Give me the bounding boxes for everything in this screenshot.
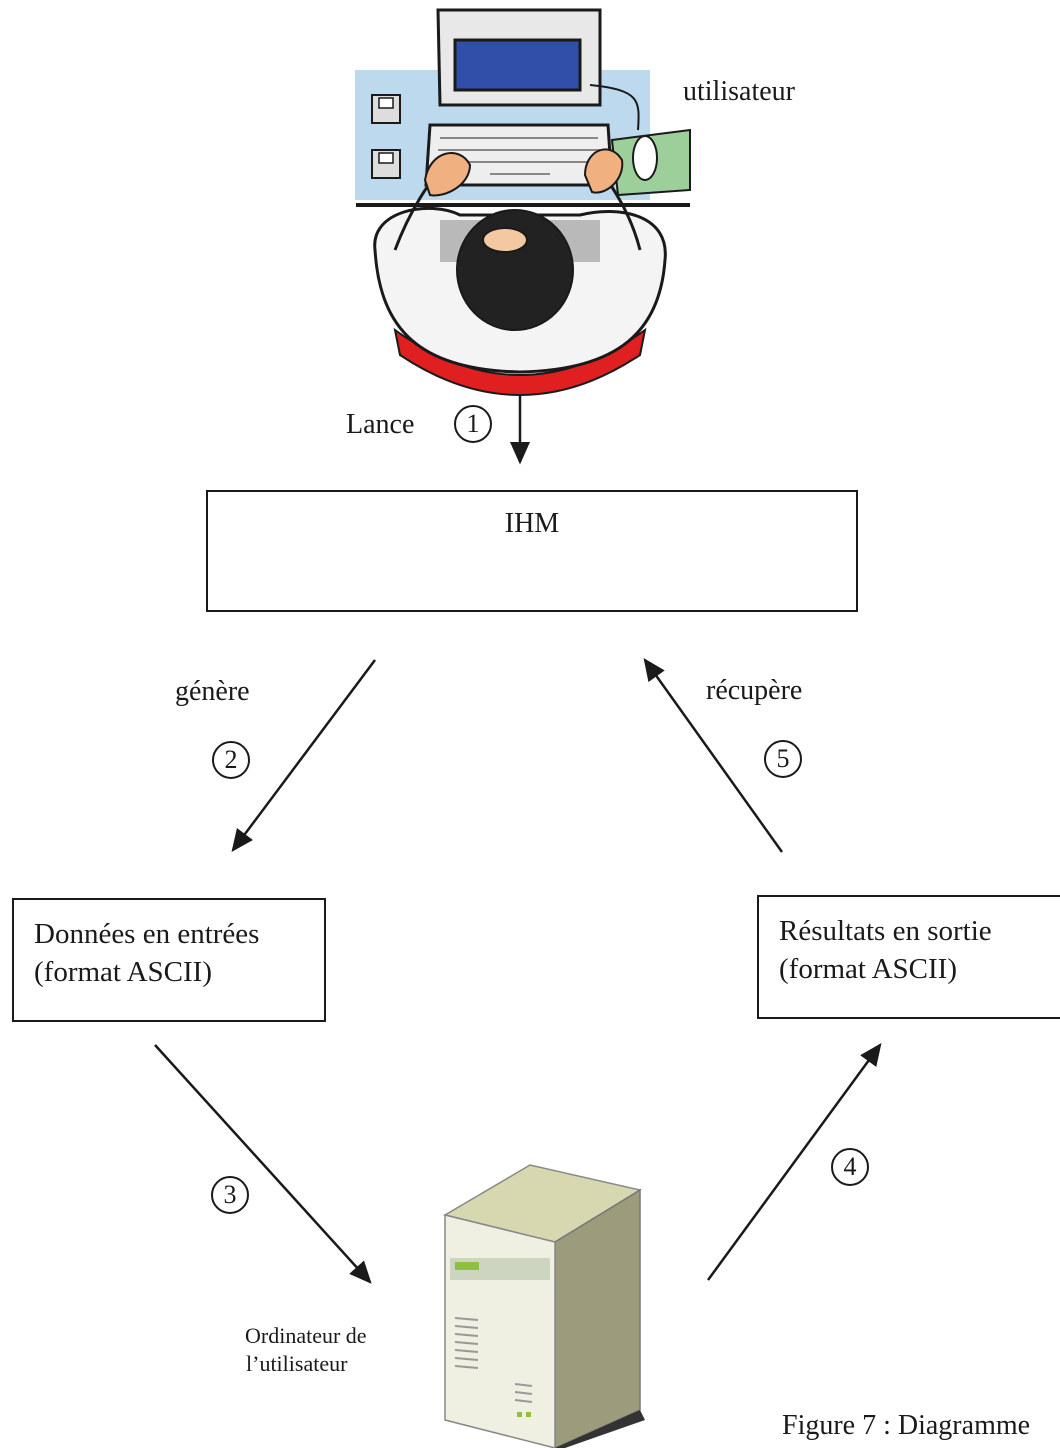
- computer-label-line2: l’utilisateur: [246, 1351, 348, 1376]
- input-data-line2: (format ASCII): [34, 956, 212, 988]
- arrow-generate: [231, 659, 377, 853]
- ihm-box: IHM: [206, 490, 858, 612]
- step-5-badge: 5: [764, 740, 802, 778]
- computer-label-line1: Ordinateur de: [245, 1323, 367, 1348]
- step-1-label: Lance: [346, 409, 415, 440]
- user-at-computer-icon: [355, 8, 691, 396]
- output-data-line2: (format ASCII): [779, 953, 957, 985]
- step-5-label: récupère: [706, 675, 803, 706]
- desktop-tower-icon: [443, 1164, 645, 1448]
- step-4-badge: 4: [831, 1148, 869, 1186]
- figure-caption: Figure 7 : Diagramme: [782, 1410, 1031, 1441]
- step-2-badge: 2: [212, 741, 250, 779]
- input-data-box: Données en entrées (format ASCII): [12, 898, 326, 1022]
- output-data-line1: Résultats en sortie: [779, 915, 992, 947]
- arrow-process: [154, 1044, 372, 1284]
- ihm-title: IHM: [504, 508, 560, 539]
- arrow-retrieve: [643, 657, 784, 853]
- arrow-output: [706, 1042, 882, 1281]
- step-1-badge: 1: [454, 405, 492, 443]
- step-3-badge: 3: [211, 1176, 249, 1214]
- output-data-box: Résultats en sortie (format ASCII): [757, 895, 1060, 1019]
- step-2-label: génère: [175, 676, 250, 707]
- input-data-line1: Données en entrées: [34, 918, 260, 950]
- user-label: utilisateur: [683, 76, 795, 107]
